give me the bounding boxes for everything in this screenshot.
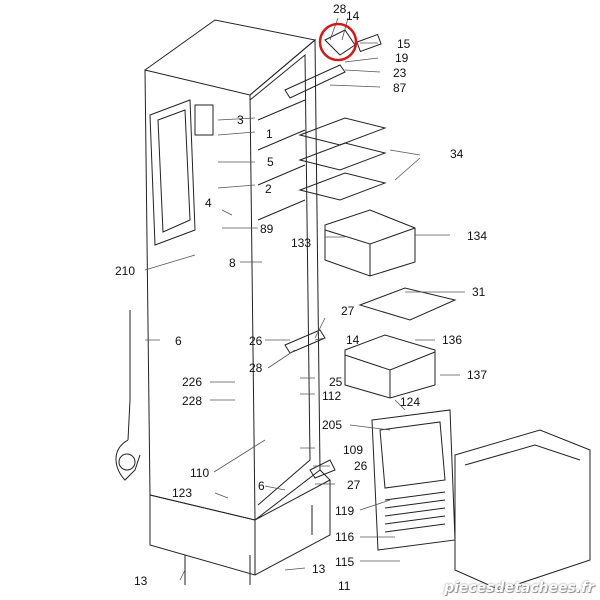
label-31: 31 (472, 285, 486, 299)
glass-shelf-3 (298, 172, 387, 201)
label-8: 8 (229, 256, 236, 270)
label-26-mid: 26 (249, 334, 263, 348)
coil-lines (384, 491, 446, 533)
leader-lines (144, 17, 465, 581)
label-136: 136 (442, 333, 463, 347)
label-28-top: 28 (333, 2, 347, 16)
shelf-rail-4 (257, 199, 306, 221)
label-27-mid: 27 (341, 304, 355, 318)
top-hinge (324, 29, 356, 56)
power-cable (115, 310, 141, 481)
label-87: 87 (393, 81, 407, 95)
label-134: 134 (467, 229, 488, 243)
drawer-cover (358, 287, 457, 321)
label-25: 25 (329, 375, 343, 389)
glass-shelf-2 (298, 142, 387, 171)
compressor-inner (464, 444, 581, 466)
highlight-circle (318, 22, 358, 62)
label-14-top: 14 (346, 9, 360, 23)
label-226: 226 (182, 375, 203, 389)
label-133: 133 (291, 236, 312, 250)
compressor-box (454, 429, 591, 591)
label-5: 5 (267, 155, 274, 169)
lower-drawer (344, 334, 436, 399)
label-26-low: 26 (354, 459, 368, 473)
label-15: 15 (397, 37, 411, 51)
label-13-right: 13 (312, 562, 326, 576)
plug (118, 453, 136, 471)
label-27-low: 27 (347, 478, 361, 492)
label-115: 115 (335, 555, 355, 569)
label-205: 205 (322, 418, 343, 432)
label-23: 23 (393, 66, 407, 80)
label-1: 1 (266, 127, 273, 141)
glass-shelf-1 (298, 117, 387, 146)
label-28-mid: 28 (249, 361, 263, 375)
label-119: 119 (335, 504, 355, 518)
label-89: 89 (260, 222, 274, 236)
label-11: 11 (338, 579, 351, 593)
shelf-rail-3 (257, 164, 306, 186)
cabinet-top (144, 19, 317, 96)
label-2: 2 (265, 182, 272, 196)
crisper-drawer-front (324, 227, 416, 276)
hinge-cover-15 (356, 33, 382, 53)
label-14-mid: 14 (346, 333, 360, 347)
label-124: 124 (400, 395, 421, 409)
bottom-hinge (309, 459, 336, 479)
label-6-left: 6 (175, 334, 182, 348)
label-137: 137 (467, 368, 488, 382)
control-panel (149, 99, 196, 246)
label-123: 123 (172, 486, 193, 500)
evaporator (379, 421, 446, 489)
control-panel-inner (157, 109, 191, 233)
label-3: 3 (237, 113, 244, 127)
hinge-bracket (284, 64, 346, 99)
label-109: 109 (343, 443, 364, 457)
label-110: 110 (190, 466, 210, 480)
watermark-logo: piecesdetachees.fr (443, 580, 594, 596)
light-housing (194, 104, 214, 136)
label-4: 4 (205, 196, 212, 210)
shelf-rail-1 (257, 99, 306, 121)
cabinet-front (144, 69, 256, 521)
shelf-rail-2 (257, 129, 306, 151)
crisper-drawer (324, 209, 416, 277)
cabinet-base (149, 469, 331, 521)
label-228: 228 (182, 394, 203, 408)
label-6-low: 6 (258, 479, 265, 493)
label-210: 210 (115, 264, 136, 278)
label-116: 116 (335, 530, 355, 544)
lower-drawer-front (344, 351, 436, 398)
label-13-left: 13 (134, 574, 148, 588)
label-19: 19 (395, 51, 409, 65)
label-34: 34 (450, 147, 464, 161)
inner-liner (249, 53, 311, 506)
label-112: 112 (322, 389, 342, 403)
